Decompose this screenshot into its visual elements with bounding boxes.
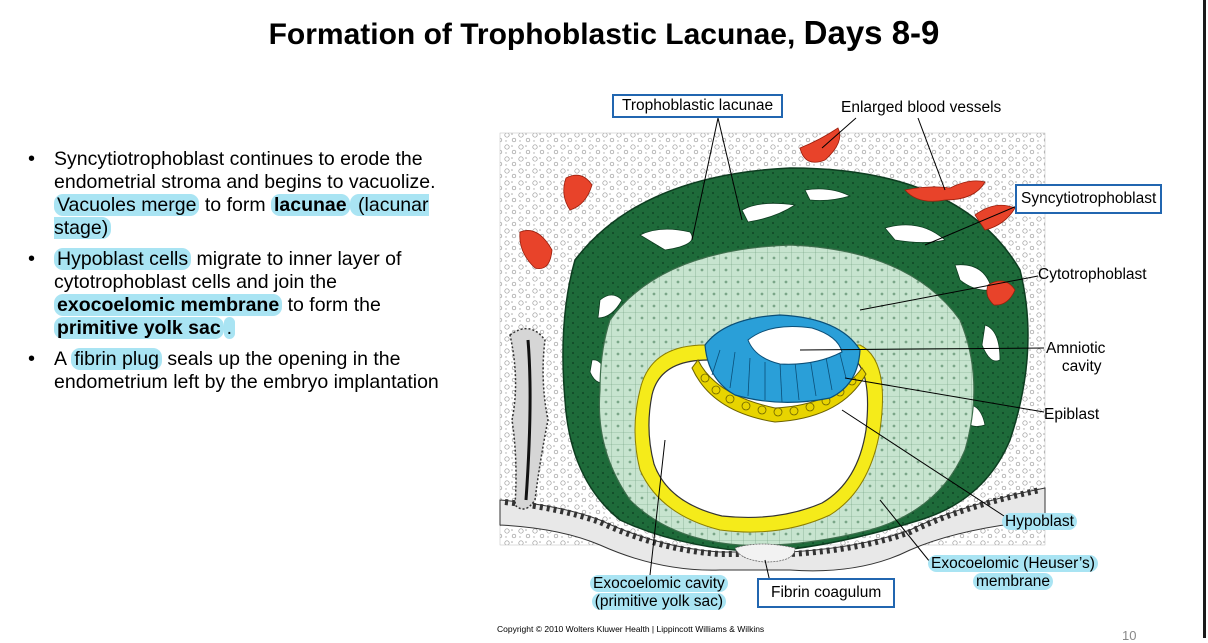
gland-lumen bbox=[524, 339, 532, 501]
leader-line bbox=[844, 377, 1045, 413]
hypoblast-layer bbox=[691, 359, 867, 423]
slide-title: Formation of Trophoblastic Lacunae, Days… bbox=[0, 14, 1208, 52]
bullet-text-segment: migrate to inner layer of cytotrophoblas… bbox=[54, 248, 402, 293]
bullet-text-segment: to form the bbox=[282, 294, 381, 316]
label-text: (primitive yolk sac) bbox=[591, 593, 727, 610]
title-days: Days 8-9 bbox=[803, 14, 940, 51]
leader-line bbox=[841, 409, 1005, 517]
amniotic-cavity bbox=[747, 326, 843, 365]
blood-vessels bbox=[519, 127, 1016, 306]
label-epiblast: Epiblast bbox=[1044, 406, 1099, 424]
leader-line bbox=[879, 499, 931, 563]
bullet-text-segment: lacunae bbox=[271, 194, 350, 216]
bullet-text-segment: Vacuoles merge bbox=[54, 194, 200, 216]
label-text: Trophoblastic lacunae bbox=[622, 97, 774, 114]
right-edge-rule bbox=[1203, 0, 1206, 638]
leader-lines bbox=[649, 117, 1045, 583]
label-text: Amniotic bbox=[1046, 340, 1106, 357]
bullet-list: Syncytiotrophoblast continues to erode t… bbox=[24, 148, 454, 402]
label-text: Enlarged blood vessels bbox=[841, 99, 1002, 116]
lacunae-group bbox=[589, 188, 1001, 427]
fibrin-coagulum bbox=[734, 543, 796, 563]
leader-line bbox=[924, 205, 1018, 246]
bullet-text-segment: seals up the opening in the endometrium … bbox=[54, 348, 439, 393]
leader-line bbox=[799, 347, 1045, 351]
label-text: Cytotrophoblast bbox=[1038, 266, 1147, 283]
bullet-text-segment: Syncytiotrophoblast continues to erode t… bbox=[54, 148, 436, 193]
label-enlarged-blood-vessels: Enlarged blood vessels bbox=[841, 99, 1001, 117]
bullet-text-segment: primitive yolk sac bbox=[54, 317, 224, 339]
blood-vessel bbox=[563, 174, 593, 211]
bullet-item: A fibrin plug seals up the opening in th… bbox=[24, 348, 454, 394]
label-text: Fibrin coagulum bbox=[771, 584, 882, 601]
bullet-text-segment: A bbox=[54, 348, 72, 370]
label-text: Syncytiotrophoblast bbox=[1021, 190, 1157, 207]
blood-vessel bbox=[986, 280, 1016, 306]
label-hypoblast: Hypoblast bbox=[1002, 513, 1077, 531]
leader-line bbox=[691, 117, 719, 241]
lacuna bbox=[804, 188, 852, 201]
leader-line bbox=[717, 117, 743, 221]
lacuna bbox=[741, 202, 797, 223]
leader-line bbox=[859, 275, 1039, 311]
lacuna bbox=[597, 294, 623, 319]
leader-line bbox=[917, 117, 946, 191]
label-text: Epiblast bbox=[1044, 406, 1100, 423]
bullet-text-segment: to form bbox=[199, 194, 271, 216]
label-text: membrane bbox=[972, 573, 1054, 590]
blood-vessel bbox=[519, 230, 553, 269]
bullet-text-segment: fibrin plug bbox=[71, 348, 162, 370]
copyright-notice: Copyright © 2010 Wolters Kluwer Health |… bbox=[497, 624, 765, 634]
label-trophoblastic-lacunae: Trophoblastic lacunae bbox=[612, 94, 784, 118]
bullet-text-segment: Hypoblast cells bbox=[54, 248, 192, 270]
blood-vessel bbox=[904, 180, 986, 202]
label-exocoelomic-cavity: Exocoelomic cavity (primitive yolk sac) bbox=[590, 575, 728, 611]
label-text: Exocoelomic cavity bbox=[590, 575, 728, 592]
label-fibrin-coagulum: Fibrin coagulum bbox=[757, 578, 896, 608]
lacuna bbox=[884, 224, 946, 243]
leader-line bbox=[649, 439, 666, 576]
bullet-item: Syncytiotrophoblast continues to erode t… bbox=[24, 148, 454, 240]
label-exocoelomic-membrane: Exocoelomic (Heuser’s) membrane bbox=[928, 555, 1098, 591]
label-text: Hypoblast bbox=[1002, 513, 1077, 530]
label-text: Exocoelomic (Heuser’s) bbox=[928, 555, 1098, 572]
bullet-text-segment: . bbox=[223, 317, 236, 339]
leader-line bbox=[821, 117, 857, 149]
lacuna bbox=[639, 228, 693, 251]
bullet-text-segment: exocoelomic membrane bbox=[54, 294, 283, 316]
page-number: 10 bbox=[1122, 628, 1137, 643]
lacuna bbox=[981, 324, 1001, 362]
label-cytotrophoblast: Cytotrophoblast bbox=[1038, 266, 1147, 284]
label-amniotic-cavity: Amniotic cavity bbox=[1046, 340, 1105, 376]
bullet-item: Hypoblast cells migrate to inner layer o… bbox=[24, 248, 454, 340]
blood-vessel bbox=[799, 127, 841, 163]
title-main: Formation of Trophoblastic Lacunae, bbox=[268, 18, 796, 51]
label-syncytiotrophoblast: Syncytiotrophoblast bbox=[1015, 184, 1163, 214]
label-text: cavity bbox=[1061, 358, 1102, 375]
